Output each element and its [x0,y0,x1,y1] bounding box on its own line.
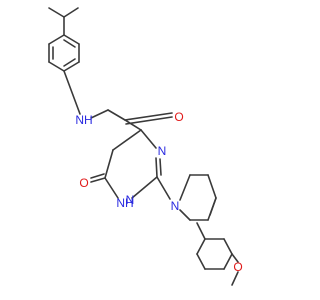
bond-co-c4 [124,119,142,131]
bond-r-c4-n3 [140,129,157,149]
ring-nitrogen-3-label: N [158,144,167,158]
bond-pip-3 [207,174,217,199]
bond-lines [48,7,239,286]
bond-ar1-6 [63,34,80,45]
bond-r-c6-c5 [104,149,114,179]
bond-ar1-d3 [63,39,76,48]
bond-r-n3-c2d [159,158,162,176]
bond-nh-co [90,109,109,119]
bond-c-co [107,109,126,121]
piperazine-nitrogen-4-label: N [171,199,180,213]
bond-r-c2-n1 [131,176,158,199]
bond-pip-6 [179,209,191,221]
bond-keto-2 [90,173,105,179]
bond-ar2-3 [223,238,233,255]
molecule-structure: NH O N O NH N N O [48,7,243,286]
atom-labels: NH O N O NH N N O [75,110,242,274]
bond-ar1-d2 [63,58,76,67]
bond-r-c5-c4 [112,129,142,151]
amide-oxygen-label: O [174,110,183,124]
bond-ome-2 [231,271,239,286]
bond-ome-1 [231,253,239,263]
bond-co-o-2 [125,116,173,125]
bond-ar1-1 [48,34,65,45]
bond-iso-2 [63,7,79,18]
amide-nh-label: NH [75,113,92,127]
bond-npip-ar2 [209,197,217,216]
ring-nh-1-label: NH [116,196,133,210]
bond-ar1-nh [63,70,81,115]
bond-r-n1-c6 [104,177,119,199]
bond-keto-1 [90,177,106,183]
methoxy-oxygen-label: O [233,260,242,274]
bond-co-o-1 [124,112,173,121]
bond-c2-npip [156,176,171,200]
bond-ar2-7 [196,238,206,255]
piperazine-nitrogen-1-label: N [126,193,135,207]
keto-oxygen-label: O [79,176,88,190]
bond-r-n3-c2 [155,157,158,178]
bond-ar2-6 [196,253,206,270]
bond-ar2-1 [196,222,206,240]
bond-iso-1 [48,7,65,18]
bond-ar1-3 [48,61,65,72]
bond-ar1-4 [63,61,80,72]
bond-ar2-4 [223,253,233,270]
bond-pip-1 [179,174,191,201]
